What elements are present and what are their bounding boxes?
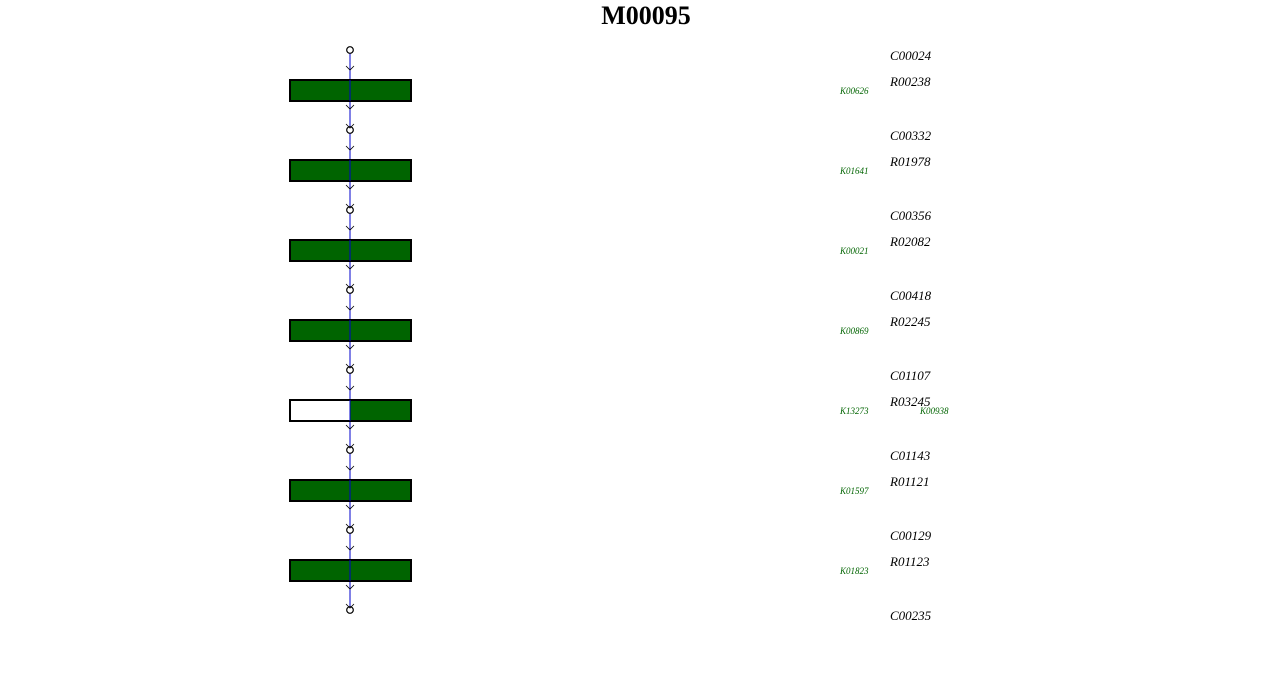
arrow-tick bbox=[345, 504, 355, 510]
reaction-box-segment[interactable] bbox=[290, 80, 351, 101]
compound-node[interactable] bbox=[346, 606, 354, 614]
reaction-label: R00238 bbox=[889, 74, 931, 89]
ko-label: K00626 bbox=[839, 86, 869, 96]
arrow-tick bbox=[345, 344, 355, 350]
ko-label: K00869 bbox=[839, 326, 869, 336]
compound-label: C00418 bbox=[890, 288, 932, 303]
ko-label: K13273 bbox=[839, 406, 869, 416]
arrow-tick bbox=[345, 385, 355, 391]
reaction-label: R03245 bbox=[889, 394, 931, 409]
ko-label: K01641 bbox=[839, 166, 869, 176]
reaction-box-segment[interactable] bbox=[290, 320, 351, 341]
reaction-box-segment[interactable] bbox=[350, 320, 412, 341]
reaction-box-segment[interactable] bbox=[350, 560, 412, 581]
reaction-label: R01978 bbox=[889, 154, 931, 169]
arrow-tick bbox=[345, 264, 355, 270]
arrow-tick bbox=[345, 584, 355, 590]
compound-label: C00235 bbox=[890, 608, 932, 623]
arrow-tick bbox=[345, 465, 355, 471]
compound-label: C00024 bbox=[890, 48, 932, 63]
compound-node[interactable] bbox=[346, 366, 354, 374]
arrow-tick bbox=[345, 123, 355, 129]
reaction-box-segment[interactable] bbox=[350, 400, 412, 421]
compound-label: C01107 bbox=[890, 368, 931, 383]
reaction-box-segment[interactable] bbox=[350, 480, 412, 501]
reaction-box-segment[interactable] bbox=[350, 80, 412, 101]
arrow-tick bbox=[345, 225, 355, 231]
reaction-box-segment[interactable] bbox=[290, 480, 351, 501]
compound-label: C00129 bbox=[890, 528, 932, 543]
compound-node[interactable] bbox=[346, 446, 354, 454]
arrow-tick bbox=[345, 545, 355, 551]
reaction-box-segment[interactable] bbox=[290, 560, 351, 581]
compound-label: C01143 bbox=[890, 448, 931, 463]
arrow-tick bbox=[345, 523, 355, 529]
compound-node[interactable] bbox=[346, 46, 354, 54]
arrow-tick bbox=[345, 65, 355, 71]
arrow-tick bbox=[345, 305, 355, 311]
ko-label: K00021 bbox=[839, 246, 869, 256]
ko-label: K01823 bbox=[839, 566, 869, 576]
reaction-label: R01121 bbox=[889, 474, 929, 489]
arrow-tick bbox=[345, 363, 355, 369]
arrow-tick bbox=[345, 443, 355, 449]
ko-label: K01597 bbox=[839, 486, 869, 496]
compound-node[interactable] bbox=[346, 286, 354, 294]
arrow-tick bbox=[345, 184, 355, 190]
compound-node[interactable] bbox=[346, 526, 354, 534]
arrow-tick bbox=[345, 145, 355, 151]
compound-node[interactable] bbox=[346, 126, 354, 134]
reaction-box-segment[interactable] bbox=[290, 240, 351, 261]
page-title: M00095 bbox=[601, 1, 691, 30]
reaction-box-segment[interactable] bbox=[290, 400, 351, 421]
reaction-box-segment[interactable] bbox=[290, 160, 351, 181]
reaction-box-segment[interactable] bbox=[350, 160, 412, 181]
compound-node[interactable] bbox=[346, 206, 354, 214]
reaction-label: R02245 bbox=[889, 314, 931, 329]
arrow-tick bbox=[345, 203, 355, 209]
compound-label: C00356 bbox=[890, 208, 932, 223]
arrow-tick bbox=[345, 104, 355, 110]
arrow-tick bbox=[345, 603, 355, 609]
ko-label: K00938 bbox=[919, 406, 949, 416]
compound-label: C00332 bbox=[890, 128, 932, 143]
reaction-label: R01123 bbox=[889, 554, 930, 569]
arrow-tick bbox=[345, 424, 355, 430]
reaction-box-segment[interactable] bbox=[350, 240, 412, 261]
reaction-label: R02082 bbox=[889, 234, 931, 249]
arrow-tick bbox=[345, 283, 355, 289]
